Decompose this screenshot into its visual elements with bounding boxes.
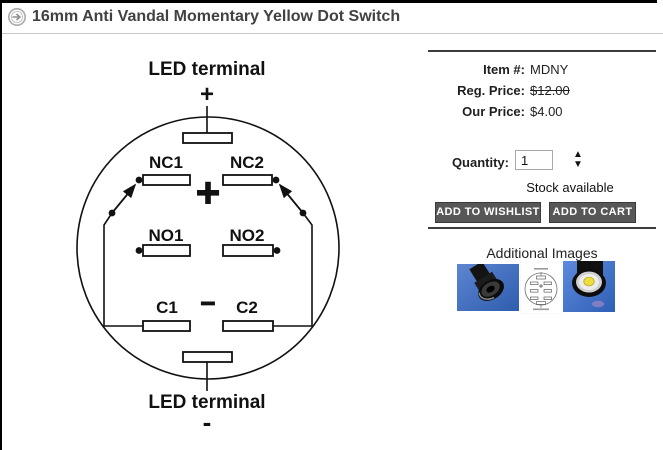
add-to-wishlist-button[interactable]: ADD TO WISHLIST <box>435 202 541 223</box>
page-left-border <box>0 0 2 450</box>
add-to-cart-button[interactable]: ADD TO CART <box>549 202 636 223</box>
stepper-down-icon[interactable]: ▼ <box>573 159 583 170</box>
thumbnail-wiring-diagram-small[interactable] <box>520 262 562 314</box>
led-terminal-bottom-label: LED terminal <box>148 392 265 413</box>
led-terminal-top-label: LED terminal <box>148 59 265 80</box>
c1-pin <box>142 320 191 332</box>
lever-left <box>111 183 137 214</box>
quantity-input[interactable] <box>515 150 553 170</box>
our-price-value: $4.00 <box>530 104 563 119</box>
our-price-row: Our Price: $4.00 <box>420 104 660 119</box>
page-title: 16mm Anti Vandal Momentary Yellow Dot Sw… <box>32 8 401 25</box>
page-top-border <box>0 0 657 3</box>
reg-price-row: Reg. Price: $12.00 <box>420 83 660 98</box>
led-terminal-top-pin <box>182 132 233 144</box>
no2-contact-dot <box>273 247 281 254</box>
stepper-up-icon[interactable]: ▲ <box>573 149 583 160</box>
wiring-diagram: LED terminal + NC1 NC2 + NO1 NO2 C1 C2 − <box>76 59 340 437</box>
item-number-value: MDNY <box>530 62 569 77</box>
center-plus-symbol: + <box>196 169 221 216</box>
contact-label-c2: C2 <box>236 298 258 317</box>
quantity-stepper[interactable]: ▲ ▼ <box>571 150 585 172</box>
contact-label-nc1: NC1 <box>149 153 183 172</box>
product-info-divider-bottom <box>428 227 656 229</box>
lever-right <box>278 183 304 214</box>
left-wire <box>103 212 143 327</box>
common-minus-symbol: − <box>200 288 215 318</box>
reg-price-label: Reg. Price: <box>457 83 525 98</box>
stock-status: Stock available <box>526 180 614 195</box>
item-number-row: Item #: MDNY <box>420 62 660 77</box>
contact-label-nc2: NC2 <box>230 153 264 172</box>
right-wire <box>273 212 313 327</box>
nc1-pin <box>142 174 191 186</box>
led-terminal-top-polarity: + <box>200 81 214 108</box>
contact-label-c1: C1 <box>156 298 178 317</box>
c2-pin <box>222 320 274 332</box>
thumbnail-switch-front-yellow-dot-photo[interactable] <box>563 261 615 312</box>
circled-right-arrow-icon <box>8 8 26 26</box>
led-terminal-bottom-pin <box>182 351 233 363</box>
contact-label-no1: NO1 <box>149 226 184 245</box>
item-number-label: Item #: <box>483 62 525 77</box>
quantity-label: Quantity: <box>451 155 509 170</box>
nc2-pin <box>222 174 273 186</box>
title-bar: 16mm Anti Vandal Momentary Yellow Dot Sw… <box>2 3 663 34</box>
no2-pin <box>222 244 274 257</box>
our-price-label: Our Price: <box>462 104 525 119</box>
no1-pin <box>142 244 191 257</box>
reg-price-value: $12.00 <box>530 83 570 98</box>
nc1-contact-dot <box>135 176 143 184</box>
nc2-contact-dot <box>272 176 280 184</box>
thumbnail-switch-side-photo[interactable] <box>457 264 519 311</box>
contact-label-no2: NO2 <box>230 226 265 245</box>
switch-body-circle <box>76 116 340 380</box>
led-terminal-bottom-polarity: - <box>203 407 212 437</box>
no1-contact-dot <box>135 247 143 254</box>
additional-images-heading: Additional Images <box>486 245 598 261</box>
product-info-divider-top <box>428 50 656 52</box>
